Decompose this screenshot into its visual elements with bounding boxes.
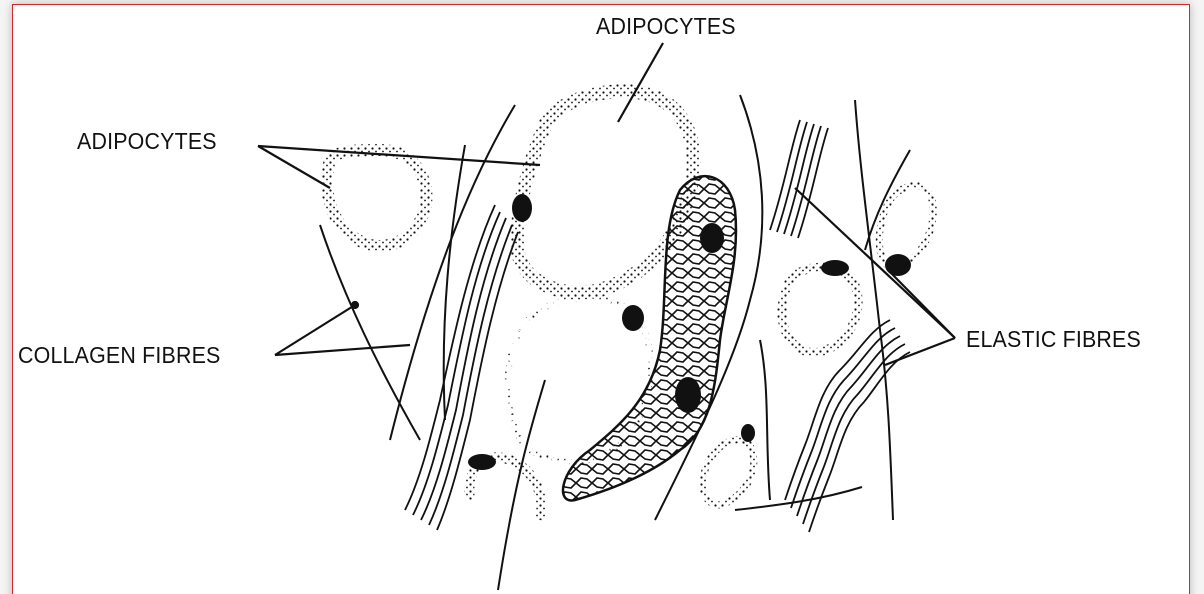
label-collagen-fibres: COLLAGEN FIBRES	[18, 342, 220, 369]
adipocyte-right-bottom	[703, 424, 755, 505]
adipocyte-bottom-left	[468, 454, 541, 520]
adipocyte-left	[327, 150, 426, 246]
adipocyte-right-top	[879, 186, 933, 276]
collagen-fibre-bundle	[405, 205, 518, 530]
label-adipocytes-top: ADIPOCYTES	[596, 13, 736, 40]
adipocyte-right-middle	[782, 260, 858, 353]
label-adipocytes-left: ADIPOCYTES	[77, 128, 217, 155]
fibre-lines	[320, 95, 910, 590]
elastic-fibre-bundle-top	[770, 120, 828, 238]
label-elastic-fibres: ELASTIC FIBRES	[966, 326, 1141, 353]
